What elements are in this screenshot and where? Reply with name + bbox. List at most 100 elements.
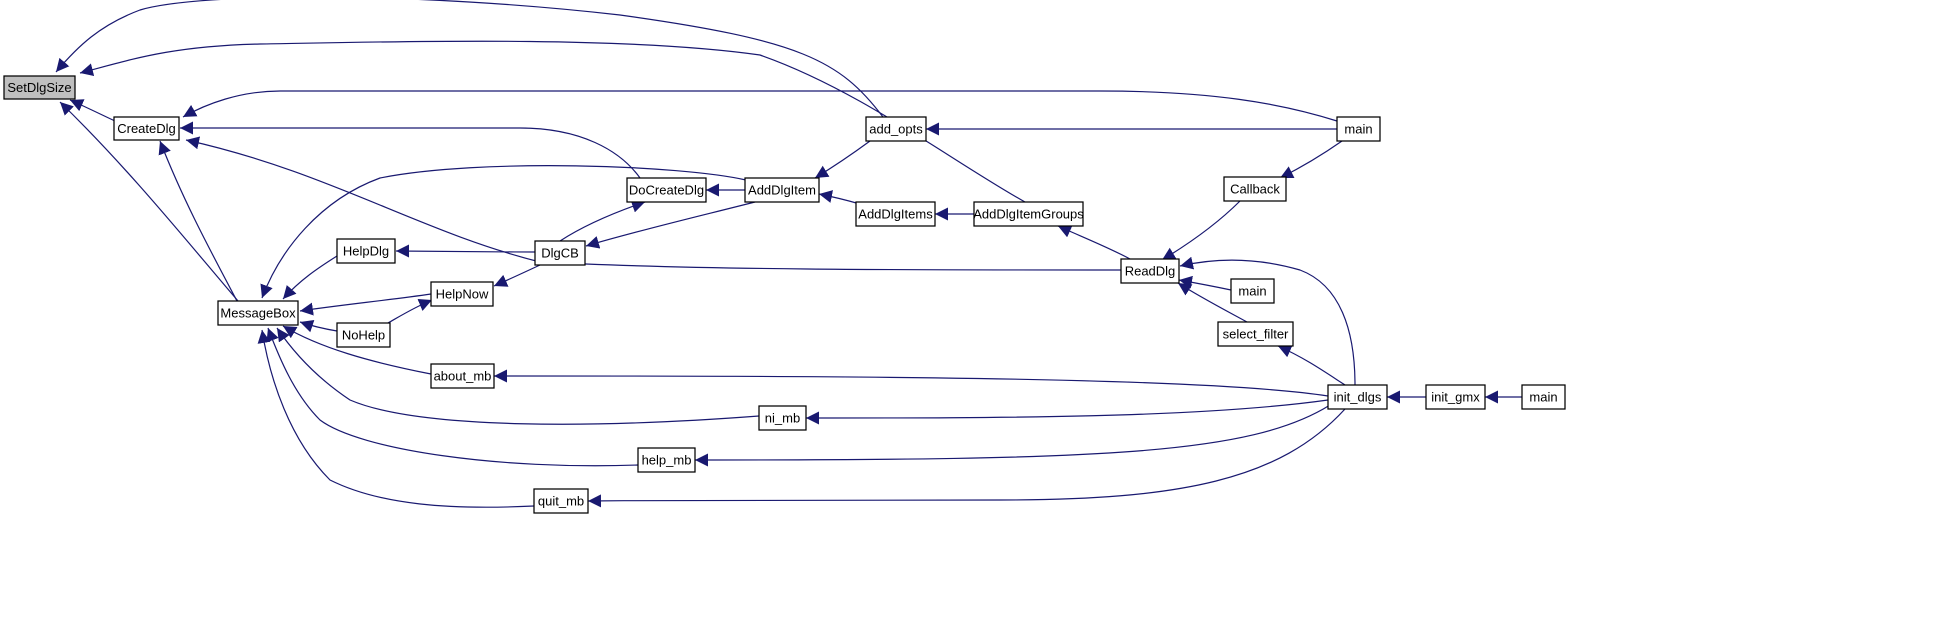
edge-init_dlgs-to-help_mb [694, 404, 1331, 467]
node-label: main [1238, 284, 1266, 299]
edge-MessageBox-to-SetDlgSize [59, 101, 239, 302]
node-init_gmx[interactable]: init_gmx [1425, 384, 1486, 410]
edge-path [69, 99, 116, 122]
edge-add_opts-to-AddDlgItem [814, 140, 871, 179]
node-about_mb[interactable]: about_mb [430, 363, 495, 389]
node-HelpDlg[interactable]: HelpDlg [336, 238, 396, 264]
edge-add_opts-to-SetDlgSize [55, 0, 884, 118]
edge-path [1277, 345, 1346, 386]
node-DoCreateDlg[interactable]: DoCreateDlg [626, 177, 707, 203]
node-box [973, 201, 1084, 227]
node-quit_mb[interactable]: quit_mb [533, 488, 589, 514]
node-label: help_mb [642, 453, 692, 468]
node-label: select_filter [1223, 327, 1289, 342]
node-box [113, 116, 180, 141]
edges-layer [55, 0, 1522, 508]
node-label: init_dlgs [1334, 390, 1382, 405]
node-main_top[interactable]: main [1336, 116, 1381, 142]
edge-path [257, 329, 535, 508]
node-ni_mb[interactable]: ni_mb [758, 405, 807, 431]
edge-path [158, 140, 238, 302]
node-AddDlgItemGroups[interactable]: AddDlgItemGroups [973, 201, 1084, 227]
edge-path [585, 201, 756, 249]
node-box [1230, 278, 1275, 304]
edge-path [180, 121, 641, 179]
edge-init_dlgs-to-ni_mb [805, 399, 1329, 425]
edge-MessageBox-to-CreateDlg [158, 140, 238, 302]
edge-HelpDlg-to-MessageBox [282, 255, 338, 300]
node-init_dlgs[interactable]: init_dlgs [1327, 384, 1388, 410]
edge-path [299, 319, 338, 333]
node-box [336, 238, 396, 264]
node-SetDlgSize[interactable]: SetDlgSize [3, 75, 76, 100]
node-label: AddDlgItem [748, 183, 816, 198]
edge-DlgCB-to-DoCreateDlg [559, 200, 646, 242]
node-box [534, 240, 586, 266]
edge-NoHelp-to-MessageBox [299, 319, 338, 333]
node-AddDlgItems[interactable]: AddDlgItems [855, 201, 936, 227]
edge-path [559, 200, 646, 242]
node-help_mb[interactable]: help_mb [637, 447, 696, 473]
node-box [430, 281, 494, 307]
node-label: AddDlgItems [858, 207, 933, 222]
node-box [533, 488, 589, 514]
edge-path [276, 327, 760, 425]
node-CreateDlg[interactable]: CreateDlg [113, 116, 180, 141]
edge-about_mb-to-MessageBox [282, 325, 432, 375]
edge-init_dlgs-to-ReadDlg [1179, 256, 1356, 386]
node-select_filter[interactable]: select_filter [1217, 321, 1294, 347]
node-box [626, 177, 707, 203]
node-label: init_gmx [1431, 390, 1480, 405]
edge-NoHelp-to-HelpNow [387, 298, 433, 324]
node-ReadDlg[interactable]: ReadDlg [1120, 258, 1180, 284]
node-Callback[interactable]: Callback [1223, 176, 1287, 202]
edge-path [299, 293, 432, 316]
edge-path [266, 327, 639, 467]
node-AddDlgItem[interactable]: AddDlgItem [744, 177, 820, 203]
node-box [1120, 258, 1180, 284]
node-main_right[interactable]: main [1521, 384, 1566, 410]
edge-path [493, 369, 1329, 397]
node-label: about_mb [434, 369, 492, 384]
edge-main_mid-to-ReadDlg [1178, 275, 1232, 291]
edge-path [814, 140, 871, 179]
node-label: main [1344, 122, 1372, 137]
edge-path [587, 408, 1346, 508]
node-main_mid[interactable]: main [1230, 278, 1275, 304]
node-label: add_opts [869, 122, 923, 137]
edge-path [1177, 282, 1248, 323]
edge-init_dlgs-to-about_mb [493, 369, 1329, 397]
node-box [637, 447, 696, 473]
node-box [3, 75, 76, 100]
edge-CreateDlg-to-SetDlgSize [69, 99, 116, 122]
node-label: ReadDlg [1125, 264, 1176, 279]
node-label: HelpDlg [343, 244, 389, 259]
edge-init_dlgs-to-quit_mb [587, 408, 1346, 508]
node-label: CreateDlg [117, 121, 176, 136]
edge-path [1161, 200, 1241, 261]
node-box [865, 116, 927, 142]
node-label: SetDlgSize [7, 80, 71, 95]
edge-main_top-to-Callback [1279, 140, 1343, 179]
node-label: HelpNow [436, 287, 489, 302]
edge-Callback-to-ReadDlg [1161, 200, 1241, 261]
edge-DlgCB-to-HelpNow [493, 264, 541, 287]
edge-path [260, 165, 747, 299]
node-label: Callback [1230, 182, 1280, 197]
edge-path [1179, 256, 1356, 386]
node-NoHelp[interactable]: NoHelp [336, 322, 391, 348]
node-box [1425, 384, 1486, 410]
edge-path [1178, 275, 1232, 291]
edge-quit_mb-to-MessageBox [257, 329, 535, 508]
node-box [430, 363, 495, 389]
node-HelpNow[interactable]: HelpNow [430, 281, 494, 307]
node-box [1336, 116, 1381, 142]
node-box [855, 201, 936, 227]
node-box [217, 300, 299, 326]
node-add_opts[interactable]: add_opts [865, 116, 927, 142]
node-MessageBox[interactable]: MessageBox [217, 300, 299, 326]
edge-DlgCB-to-HelpDlg [395, 244, 536, 258]
node-DlgCB[interactable]: DlgCB [534, 240, 586, 266]
edge-path [59, 101, 239, 302]
